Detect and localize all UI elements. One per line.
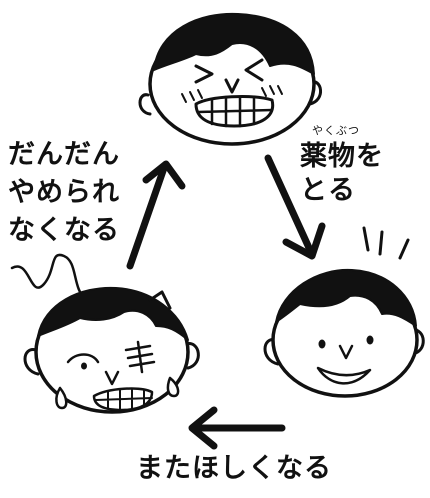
label-left-line-1: だんだん bbox=[8, 139, 120, 170]
left-face-distressed bbox=[10, 253, 200, 414]
label-left-line-2: やめられ bbox=[8, 177, 120, 208]
label-want-again: またほしくなる bbox=[136, 453, 332, 484]
right-face-happy bbox=[263, 226, 425, 398]
arrow-right-to-left bbox=[188, 406, 286, 450]
arrow-left-to-top bbox=[126, 160, 186, 270]
label-left-line-3: なくなる bbox=[8, 215, 120, 246]
label-gradually-cannot-quit: だんだん やめられ なくなる bbox=[8, 138, 120, 252]
arrow-top-to-right bbox=[264, 154, 326, 260]
label-right-line-1: 薬物を bbox=[300, 141, 384, 172]
ruby-yakubutsu: やくぶつ bbox=[312, 124, 360, 137]
label-right-line-2: とる bbox=[300, 174, 356, 206]
top-face-grimacing bbox=[138, 12, 322, 146]
label-take-drugs: 薬物を とる bbox=[300, 140, 384, 208]
